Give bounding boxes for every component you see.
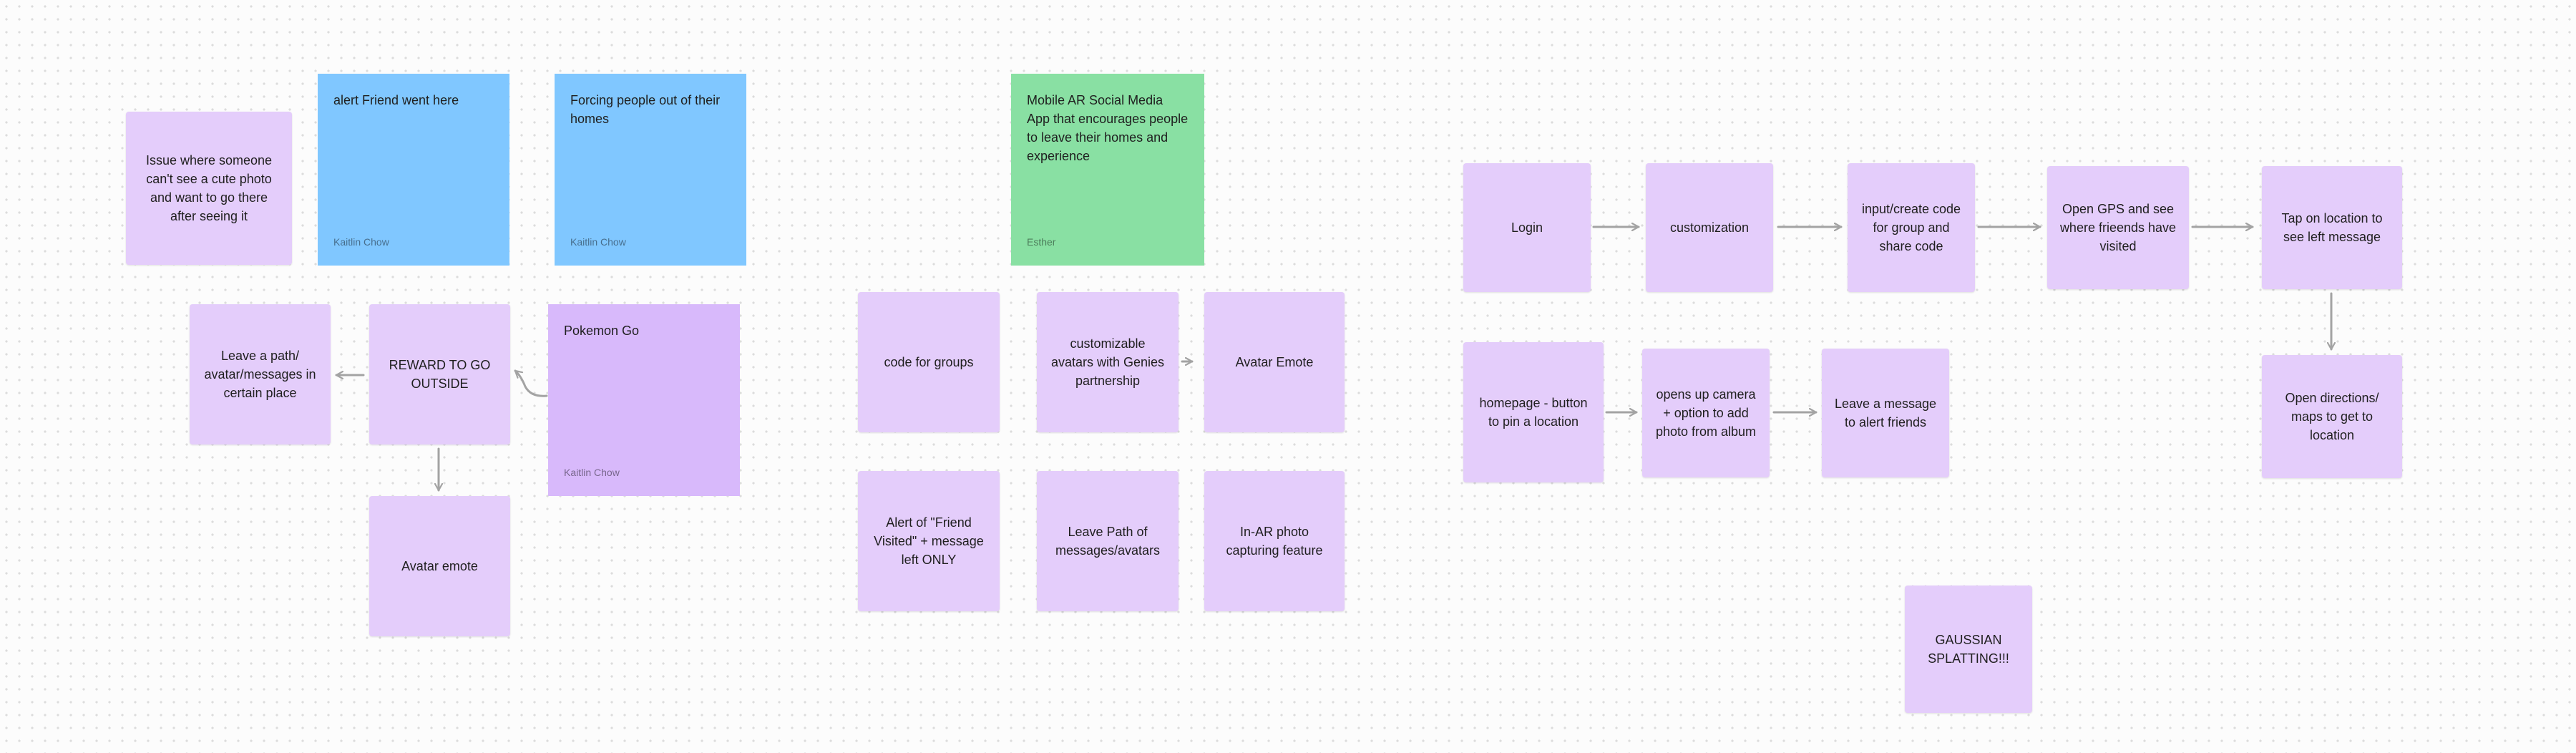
card-label: Avatar Emote: [1235, 355, 1314, 369]
card-reward-to-go-outside[interactable]: REWARD TO GO OUTSIDE: [369, 304, 510, 444]
sticky-text: Pokemon Go: [564, 324, 640, 338]
card-label: Issue where someone can't see a cute pho…: [145, 153, 273, 223]
card-label: code for groups: [884, 355, 974, 369]
card-leave-path-messages[interactable]: Leave Path of messages/avatars: [1037, 471, 1179, 611]
card-label: GAUSSIAN SPLATTING!!!: [1928, 633, 2009, 666]
card-input-create-code[interactable]: input/create code for group and share co…: [1848, 163, 1975, 292]
sticky-app-concept[interactable]: Mobile AR Social Media App that encourag…: [1011, 74, 1204, 266]
card-leave-message[interactable]: Leave a message to alert friends: [1822, 349, 1949, 477]
sticky-pokemon-go[interactable]: Pokemon Go Kaitlin Chow: [548, 304, 740, 496]
sticky-forcing-people-out[interactable]: Forcing people out of their homes Kaitli…: [555, 74, 746, 266]
card-label: REWARD TO GO OUTSIDE: [389, 358, 491, 391]
card-label: Alert of "Friend Visited" + message left…: [874, 515, 984, 567]
card-opens-camera[interactable]: opens up camera + option to add photo fr…: [1642, 349, 1770, 477]
card-code-for-groups[interactable]: code for groups: [858, 292, 1000, 432]
card-label: opens up camera + option to add photo fr…: [1655, 387, 1757, 439]
card-open-directions[interactable]: Open directions/ maps to get to location: [2262, 355, 2402, 478]
card-label: Avatar emote: [401, 559, 478, 573]
card-gaussian-splatting[interactable]: GAUSSIAN SPLATTING!!!: [1905, 586, 2032, 713]
card-leave-path[interactable]: Leave a path/ avatar/messages in certain…: [190, 304, 331, 444]
sticky-text: alert Friend went here: [333, 93, 459, 107]
arrow-pokemon-to-reward[interactable]: [514, 369, 548, 397]
card-label: customizable avatars with Genies partner…: [1050, 336, 1165, 388]
card-label: customization: [1669, 220, 1750, 235]
card-label: Login: [1511, 220, 1543, 235]
card-label: Tap on location to see left message: [2281, 211, 2383, 244]
card-label: In-AR photo capturing feature: [1226, 525, 1323, 558]
sticky-author: Kaitlin Chow: [564, 467, 620, 478]
card-open-gps[interactable]: Open GPS and see where frieends have vis…: [2047, 166, 2189, 289]
card-label: input/create code for group and share co…: [1861, 202, 1961, 253]
card-customization[interactable]: customization: [1646, 163, 1773, 292]
sticky-author: Esther: [1027, 236, 1056, 248]
card-label: Leave Path of messages/avatars: [1055, 525, 1161, 558]
card-customizable-avatars[interactable]: customizable avatars with Genies partner…: [1037, 292, 1179, 432]
card-avatar-emote-left[interactable]: Avatar emote: [369, 496, 510, 636]
card-cute-photo-issue[interactable]: Issue where someone can't see a cute pho…: [126, 112, 292, 265]
card-avatar-emote[interactable]: Avatar Emote: [1204, 292, 1345, 432]
card-label: Open directions/ maps to get to location: [2285, 391, 2379, 442]
card-label: Leave a message to alert friends: [1834, 397, 1937, 429]
card-label: Open GPS and see where frieends have vis…: [2059, 202, 2177, 253]
sticky-author: Kaitlin Chow: [333, 236, 389, 248]
card-label: homepage - button to pin a location: [1479, 396, 1588, 429]
card-login[interactable]: Login: [1463, 163, 1591, 292]
sticky-friend-alert[interactable]: alert Friend went here Kaitlin Chow: [318, 74, 509, 266]
card-friend-visited-alert[interactable]: Alert of "Friend Visited" + message left…: [858, 471, 1000, 611]
sticky-author: Kaitlin Chow: [570, 236, 626, 248]
card-in-ar-photo[interactable]: In-AR photo capturing feature: [1204, 471, 1345, 611]
card-label: Leave a path/ avatar/messages in certain…: [204, 349, 316, 400]
sticky-text: Forcing people out of their homes: [570, 93, 721, 126]
card-homepage-pin[interactable]: homepage - button to pin a location: [1463, 342, 1604, 482]
sticky-text: Mobile AR Social Media App that encourag…: [1027, 93, 1189, 163]
card-tap-on-location[interactable]: Tap on location to see left message: [2262, 166, 2402, 289]
